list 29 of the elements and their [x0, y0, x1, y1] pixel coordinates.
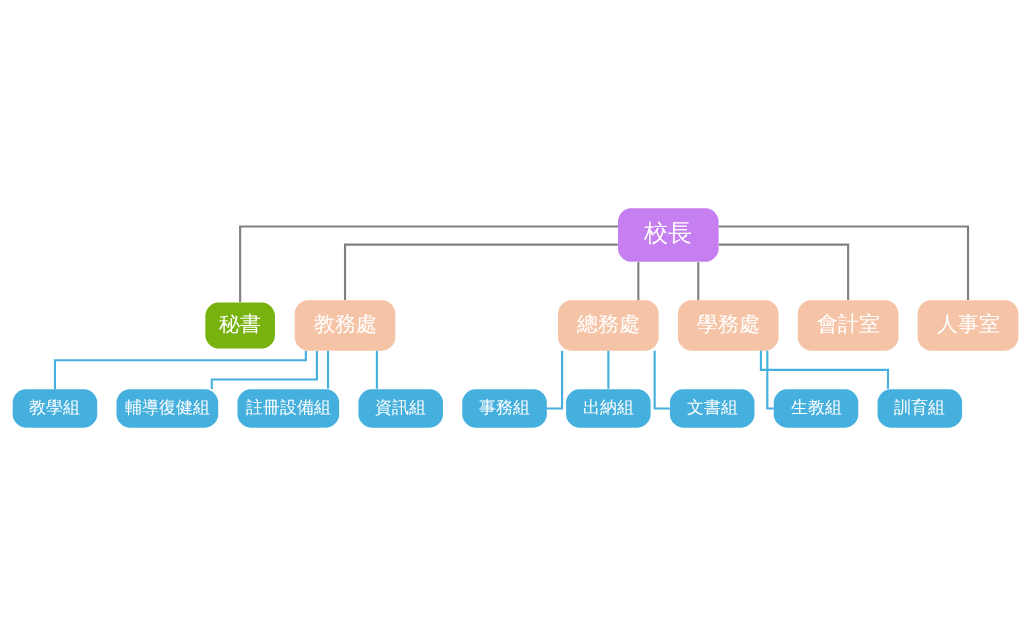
connector: [210, 350, 318, 389]
node-box: 人事室: [917, 299, 1019, 351]
node-box: 註冊設備組: [237, 388, 340, 428]
node-box: 訓育組: [877, 388, 963, 428]
connector: [697, 261, 700, 300]
connector: [343, 243, 618, 300]
node-box: 會計室: [797, 299, 899, 351]
node-box: 總務處: [558, 299, 659, 351]
node-box: 資訊組: [358, 388, 443, 428]
node-box: 出納組: [566, 388, 651, 428]
node-box: 校長: [618, 207, 719, 262]
node-box: 秘書: [205, 302, 275, 348]
connector: [637, 261, 640, 300]
connector: [53, 350, 307, 389]
node-box: 教學組: [12, 388, 98, 428]
connector: [375, 350, 378, 389]
connector: [759, 350, 890, 389]
connector: [718, 243, 850, 300]
connector: [239, 224, 618, 302]
connector: [766, 350, 774, 409]
node-box: 教務處: [294, 299, 396, 351]
node-box: 輔導復健組: [116, 388, 219, 428]
node-box: 生教組: [773, 388, 859, 428]
connector: [718, 224, 970, 300]
node-box: 學務處: [677, 299, 779, 351]
node-box: 文書組: [669, 388, 755, 428]
connector: [607, 350, 610, 389]
connector: [326, 350, 330, 389]
node-box: 事務組: [462, 388, 547, 428]
